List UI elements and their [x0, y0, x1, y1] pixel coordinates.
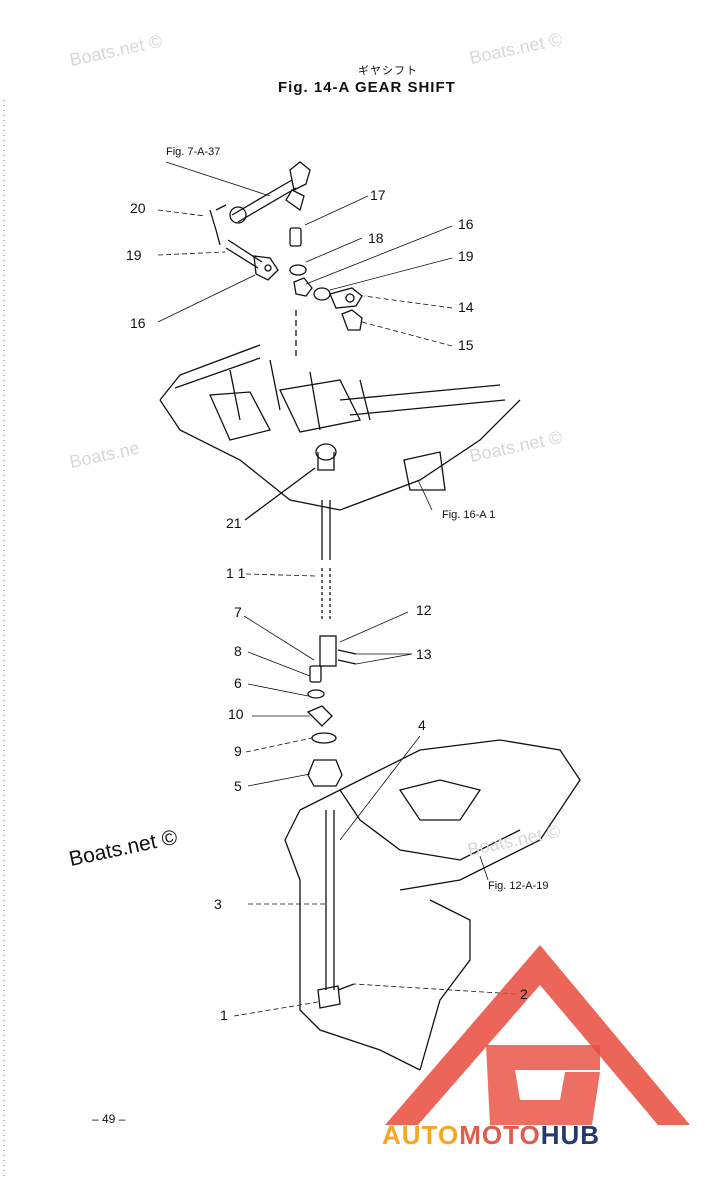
part-label-21: 21 [226, 515, 242, 531]
part-label-12: 12 [416, 602, 432, 618]
part-label-10: 10 [228, 706, 244, 722]
page-title: Fig. 14-A GEAR SHIFT [278, 79, 456, 96]
part-label-16b: 16 [458, 216, 474, 232]
part-label-4: 4 [418, 717, 426, 733]
ref-fig-12: Fig. 12-A-19 [488, 880, 549, 892]
part-label-19a: 19 [126, 247, 142, 263]
part-label-20: 20 [130, 200, 146, 216]
brand-logo-text: AUTOMOTOHUB [382, 1120, 600, 1151]
ref-fig-16: Fig. 16-A 1 [442, 509, 496, 521]
brand-moto: MOTO [459, 1120, 541, 1150]
japanese-title: ギヤシフト [358, 65, 418, 77]
part-label-14: 14 [458, 299, 474, 315]
part-label-2: 2 [520, 986, 528, 1002]
part-label-8: 8 [234, 643, 242, 659]
ref-fig-7: Fig. 7-A-37 [166, 146, 221, 158]
automotohub-logo-icon [385, 945, 690, 1125]
part-label-19b: 19 [458, 248, 474, 264]
part-label-17: 17 [370, 187, 386, 203]
part-label-16a: 16 [130, 315, 146, 331]
brand-auto: AUTO [382, 1120, 460, 1150]
part-label-5: 5 [234, 778, 242, 794]
part-label-18: 18 [368, 230, 384, 246]
part-label-9: 9 [234, 743, 242, 759]
part-label-13: 13 [416, 646, 432, 662]
part-label-6: 6 [234, 675, 242, 691]
part-label-7: 7 [234, 604, 242, 620]
brand-hub: HUB [540, 1120, 601, 1150]
part-label-1: 1 [220, 1007, 228, 1023]
part-label-3: 3 [214, 896, 222, 912]
page-number: – 49 – [92, 1112, 126, 1126]
part-label-11: 1 1 [226, 565, 246, 581]
part-label-15: 15 [458, 337, 474, 353]
